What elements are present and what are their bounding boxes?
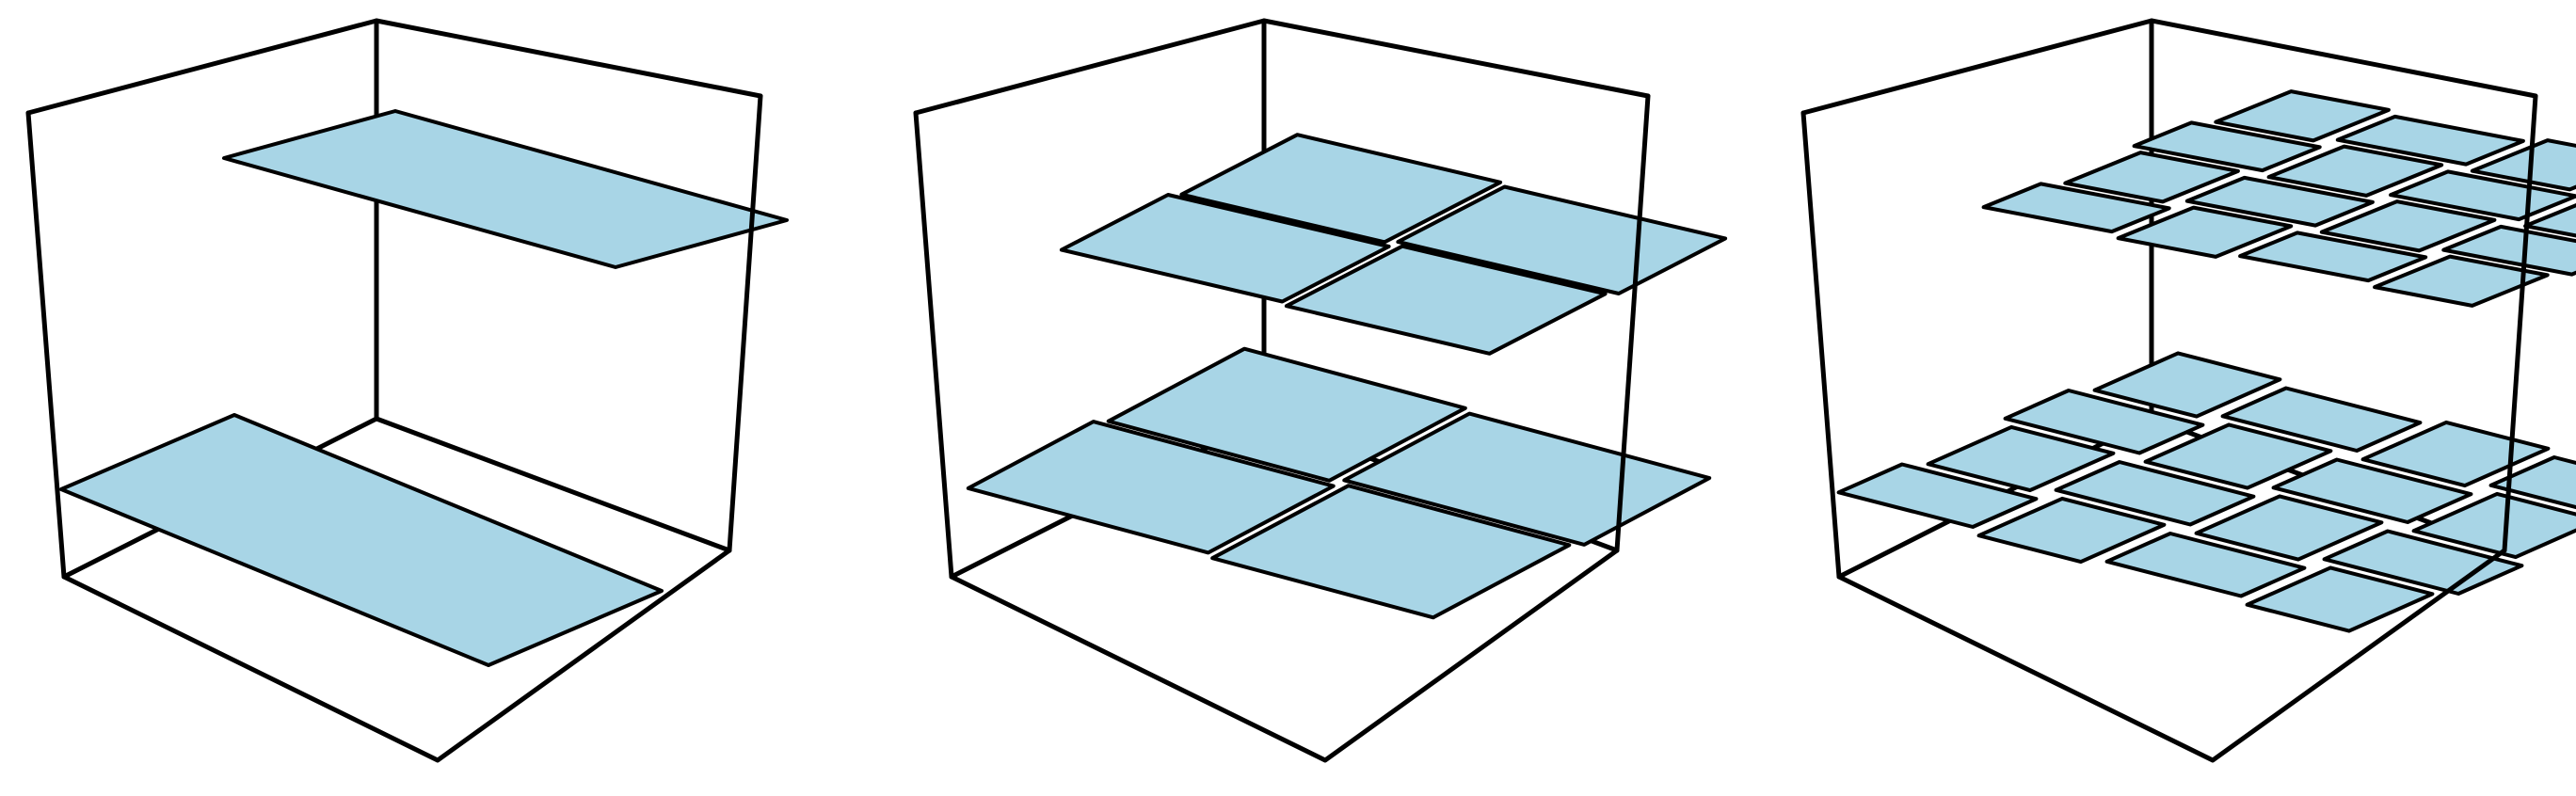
panel-3-upper-plane <box>1981 89 2576 308</box>
panel-2-upper-plane <box>1059 133 1728 356</box>
panel-3-lower-tile-4 <box>2245 565 2435 633</box>
panel-3-upper-tile-4 <box>2373 254 2550 308</box>
panel-2-upper-tile-2 <box>1284 244 1608 356</box>
panel-3-upper-tile-15 <box>2470 138 2576 192</box>
panel-1-lower-tile-1 <box>59 413 664 667</box>
panel-3-floor-front-edges <box>1836 548 2507 763</box>
panel-2-lower-tile-1 <box>966 420 1336 555</box>
panel-1-upper-tile-1 <box>222 109 789 269</box>
panel-3-lower-tile-7 <box>2194 494 2384 562</box>
panel-2-outer-frame <box>913 18 1651 763</box>
panel-2-floor-front-edges <box>949 548 1620 763</box>
panel-2-upper-tile-1 <box>1059 193 1391 304</box>
panel-2-upper-tile-3 <box>1179 133 1503 245</box>
panel-3-upper-tile-10 <box>2266 144 2444 198</box>
panel-3-lower-tile-3 <box>2104 532 2307 598</box>
panel-3-lower-tile-12 <box>2411 491 2576 560</box>
panel-1-lower-plane <box>59 413 664 667</box>
panel-3-lower-tile-9 <box>2003 389 2205 455</box>
panel-2-lower-plane <box>966 346 1712 620</box>
panel-3-upper-tile-1 <box>1981 182 2171 234</box>
panel-3 <box>1800 18 2576 763</box>
panel-3-lower-plane <box>1836 351 2576 633</box>
panel-2-right-edge <box>1614 93 1651 553</box>
panel-3-left-edge <box>1800 110 1842 580</box>
panel-2-upper-tile-4 <box>1396 184 1728 295</box>
panel-3-upper-tile-3 <box>2238 231 2428 283</box>
panel-3-lower-tile-11 <box>2271 457 2473 524</box>
panel-3-lower-tile-6 <box>2054 460 2256 527</box>
panel-3-upper-tile-7 <box>2319 199 2497 253</box>
panel-3-outer-frame <box>1800 18 2538 763</box>
panel-3-upper-tile-14 <box>2335 114 2525 167</box>
panel-1-upper-plane <box>222 109 789 269</box>
panel-3-top-edges <box>1800 18 2538 116</box>
panel-3-lower-tile-1 <box>1836 462 2039 529</box>
panel-2-left-edge <box>913 110 954 580</box>
panel-3-lower-tile-14 <box>2220 386 2423 453</box>
panel-3-upper-tile-13 <box>2214 89 2391 143</box>
panel-1-left-edge <box>25 110 67 580</box>
panel-1-outer-frame <box>25 18 763 763</box>
panel-3-upper-tile-6 <box>2184 175 2375 228</box>
panel-3-upper-tile-8 <box>2441 224 2576 277</box>
panel-1-floor-front-edges <box>61 548 732 763</box>
panel-3-upper-tile-2 <box>2116 205 2294 259</box>
panel-1 <box>25 18 789 763</box>
panel-3-lower-tile-5 <box>1926 424 2116 493</box>
panel-3-right-edge <box>2502 93 2538 553</box>
panel-2-lower-tile-3 <box>1106 346 1467 483</box>
panel-3-upper-tile-9 <box>2132 120 2322 173</box>
panel-1-top-edges <box>25 18 763 116</box>
panel-3-lower-tile-13 <box>2092 351 2282 419</box>
panel-3-lower-tile-2 <box>1976 496 2167 565</box>
panel-2-top-edges <box>913 18 1651 116</box>
panel-3-lower-tile-15 <box>2360 420 2551 488</box>
panel-2 <box>913 18 1728 763</box>
panel-2-lower-tile-2 <box>1210 484 1572 620</box>
panel-3-upper-tile-5 <box>2063 151 2240 204</box>
panel-3-lower-tile-8 <box>2322 529 2524 596</box>
panel-1-right-edge <box>727 93 763 553</box>
panel-3-lower-tile-16 <box>2488 455 2576 510</box>
panel-3-upper-tile-12 <box>2523 203 2576 238</box>
panel-3-lower-tile-10 <box>2143 422 2333 490</box>
